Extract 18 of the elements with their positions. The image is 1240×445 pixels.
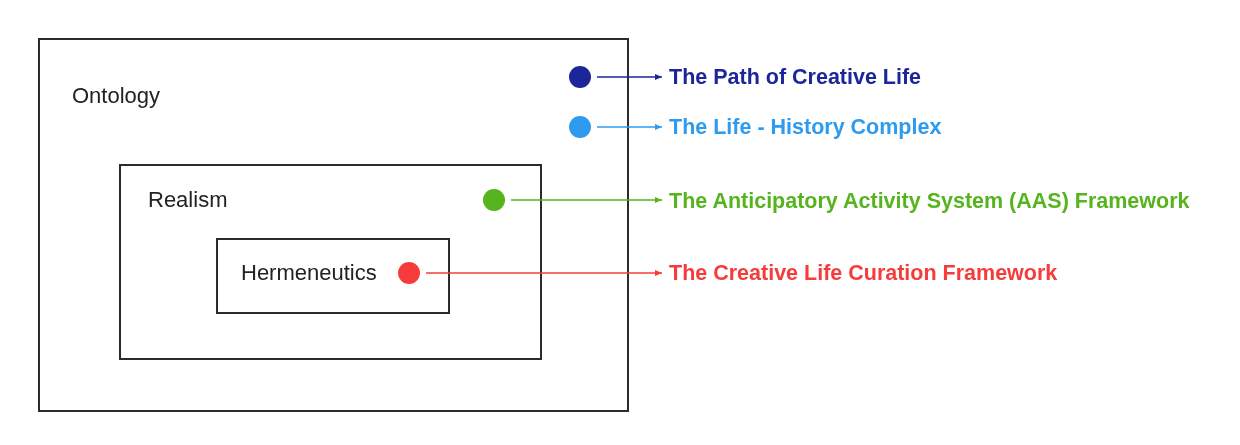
dot-icon — [483, 189, 505, 211]
arrow — [425, 270, 663, 276]
box-label: Hermeneutics — [241, 260, 377, 286]
box-label: Ontology — [72, 83, 161, 109]
arrow — [510, 197, 663, 203]
arrow — [596, 74, 663, 80]
dot-icon — [569, 66, 591, 88]
framework-label: The Life - History Complex — [669, 114, 942, 140]
box-label: Realism — [148, 187, 228, 213]
nested-box — [216, 238, 450, 314]
framework-label: The Anticipatory Activity System (AAS) Framework — [669, 188, 1190, 214]
dot-icon — [398, 262, 420, 284]
dot-icon — [569, 116, 591, 138]
arrow — [596, 124, 663, 130]
framework-label: The Creative Life Curation Framework — [669, 260, 1058, 286]
nested-box — [38, 38, 629, 412]
nested-box — [119, 164, 542, 360]
framework-label: The Path of Creative Life — [669, 64, 922, 90]
